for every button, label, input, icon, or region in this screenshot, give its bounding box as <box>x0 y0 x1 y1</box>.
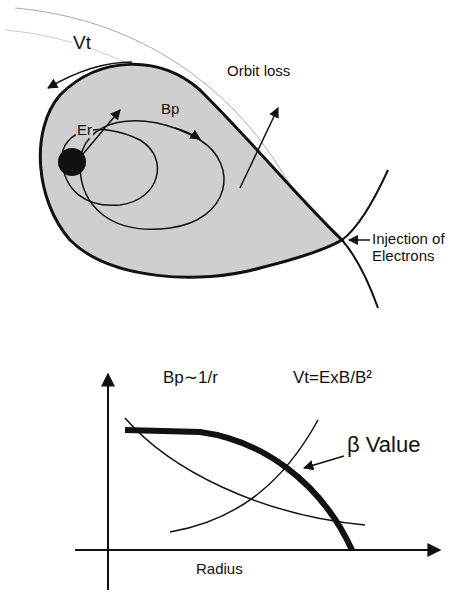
axis-label: Radius <box>195 560 244 577</box>
plasma-core <box>58 148 86 176</box>
velocity-label: Vt <box>72 32 92 54</box>
field-label: Bp <box>160 100 180 117</box>
field-label: Er <box>76 121 93 138</box>
beta-pointer <box>304 456 344 468</box>
curve-label: Bp∼1/r <box>162 368 219 388</box>
curve-label: Vt=ExB/B² <box>292 368 373 388</box>
orbit-loss-label: Orbit loss <box>226 62 291 79</box>
injection-label: Injection of Electrons <box>371 230 465 265</box>
y-axis <box>107 374 109 590</box>
flux-contour <box>80 121 224 230</box>
beta-curve <box>125 430 352 550</box>
bp-arrow <box>175 128 200 139</box>
orbit-loss-arrow <box>240 108 278 188</box>
vt-arrow <box>48 62 132 88</box>
x-axis <box>75 549 440 551</box>
curve-label: β Value <box>346 432 421 457</box>
injection-arrow <box>349 239 370 241</box>
plasma-boundary <box>40 64 342 277</box>
